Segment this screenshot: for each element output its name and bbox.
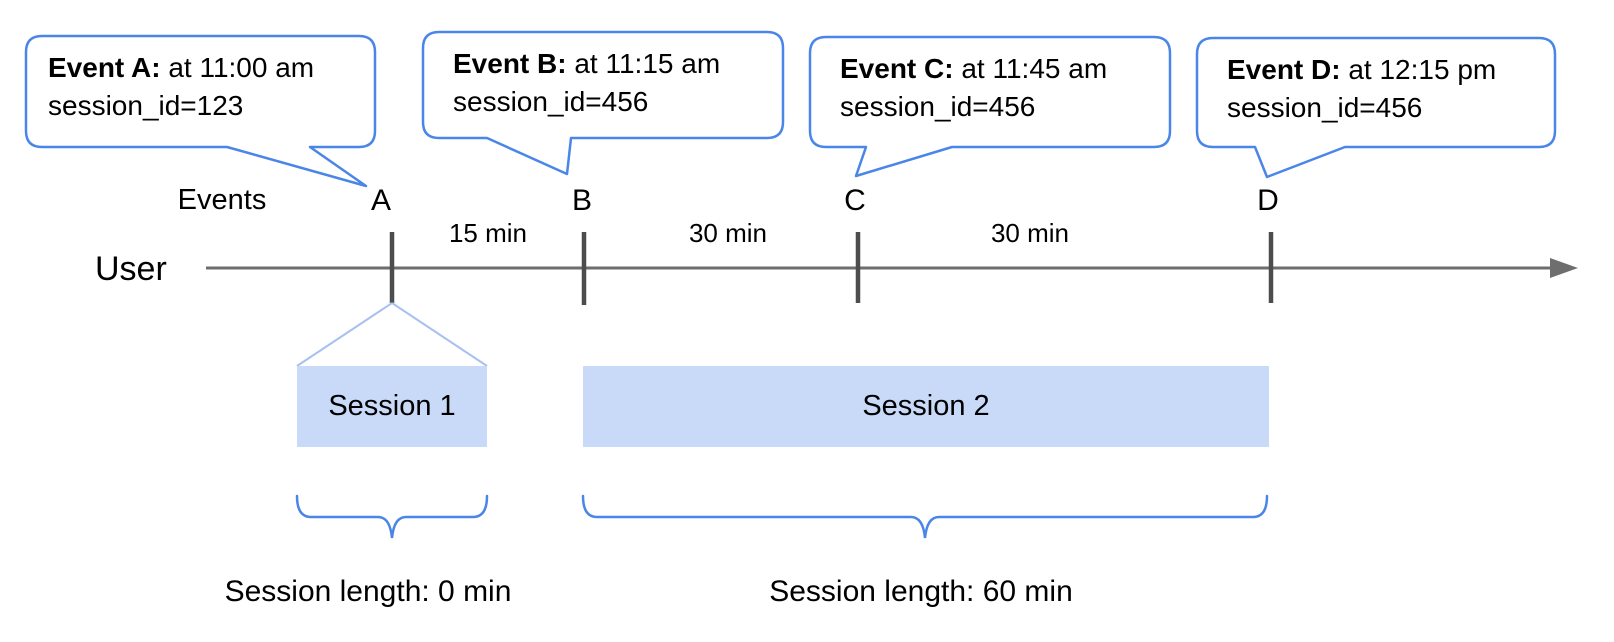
callout-a-text: Event A: at 11:00 am session_id=123: [48, 49, 314, 125]
callout-b-title: Event B:: [453, 48, 567, 79]
callout-b-text: Event B: at 11:15 am session_id=456: [453, 45, 720, 121]
callout-d-bubble-shape: [1195, 36, 1557, 179]
callout-d-title: Event D:: [1227, 54, 1341, 85]
interval-label-c-d: 30 min: [990, 218, 1070, 248]
callout-a-bubble-shape: [24, 34, 377, 188]
callout-a-session-id: session_id=123: [48, 90, 244, 121]
session1-funnel-line-right: [391, 302, 488, 367]
session1-bar: Session 1: [297, 366, 487, 447]
session2-brace: [581, 494, 1269, 539]
callout-b-time: at 11:15 am: [566, 48, 721, 79]
event-marker-c: C: [844, 184, 866, 217]
user-axis-label: User: [95, 250, 167, 288]
callout-b-bubble-shape: [421, 30, 785, 176]
callout-c-session-id: session_id=456: [840, 91, 1036, 122]
session2-bar: Session 2: [583, 366, 1269, 447]
session1-funnel-line-left: [296, 302, 393, 367]
interval-label-b-c: 30 min: [688, 218, 768, 248]
session1-brace: [295, 494, 489, 539]
session2-bar-label: Session 2: [862, 390, 990, 422]
callout-c-text: Event C: at 11:45 am session_id=456: [840, 50, 1107, 126]
callout-c-bubble-shape: [808, 35, 1172, 178]
callout-a-time: at 11:00 am: [160, 52, 315, 83]
interval-label-a-b: 15 min: [448, 218, 528, 248]
callout-d-time: at 12:15 pm: [1340, 54, 1497, 85]
timeline-arrowhead-icon: [1550, 258, 1578, 278]
event-marker-b: B: [571, 184, 593, 217]
callout-d-text: Event D: at 12:15 pm session_id=456: [1227, 51, 1496, 127]
callout-a-title: Event A:: [48, 52, 161, 83]
event-marker-d: D: [1257, 184, 1279, 217]
event-marker-a: A: [370, 184, 392, 217]
events-axis-label: Events: [177, 184, 267, 216]
session1-length-label: Session length: 0 min: [224, 575, 512, 608]
callout-b-session-id: session_id=456: [453, 86, 649, 117]
callout-c-title: Event C:: [840, 53, 954, 84]
callout-c-time: at 11:45 am: [953, 53, 1108, 84]
session2-length-label: Session length: 60 min: [769, 575, 1073, 608]
session1-bar-label: Session 1: [328, 390, 456, 422]
callout-d-session-id: session_id=456: [1227, 92, 1423, 123]
